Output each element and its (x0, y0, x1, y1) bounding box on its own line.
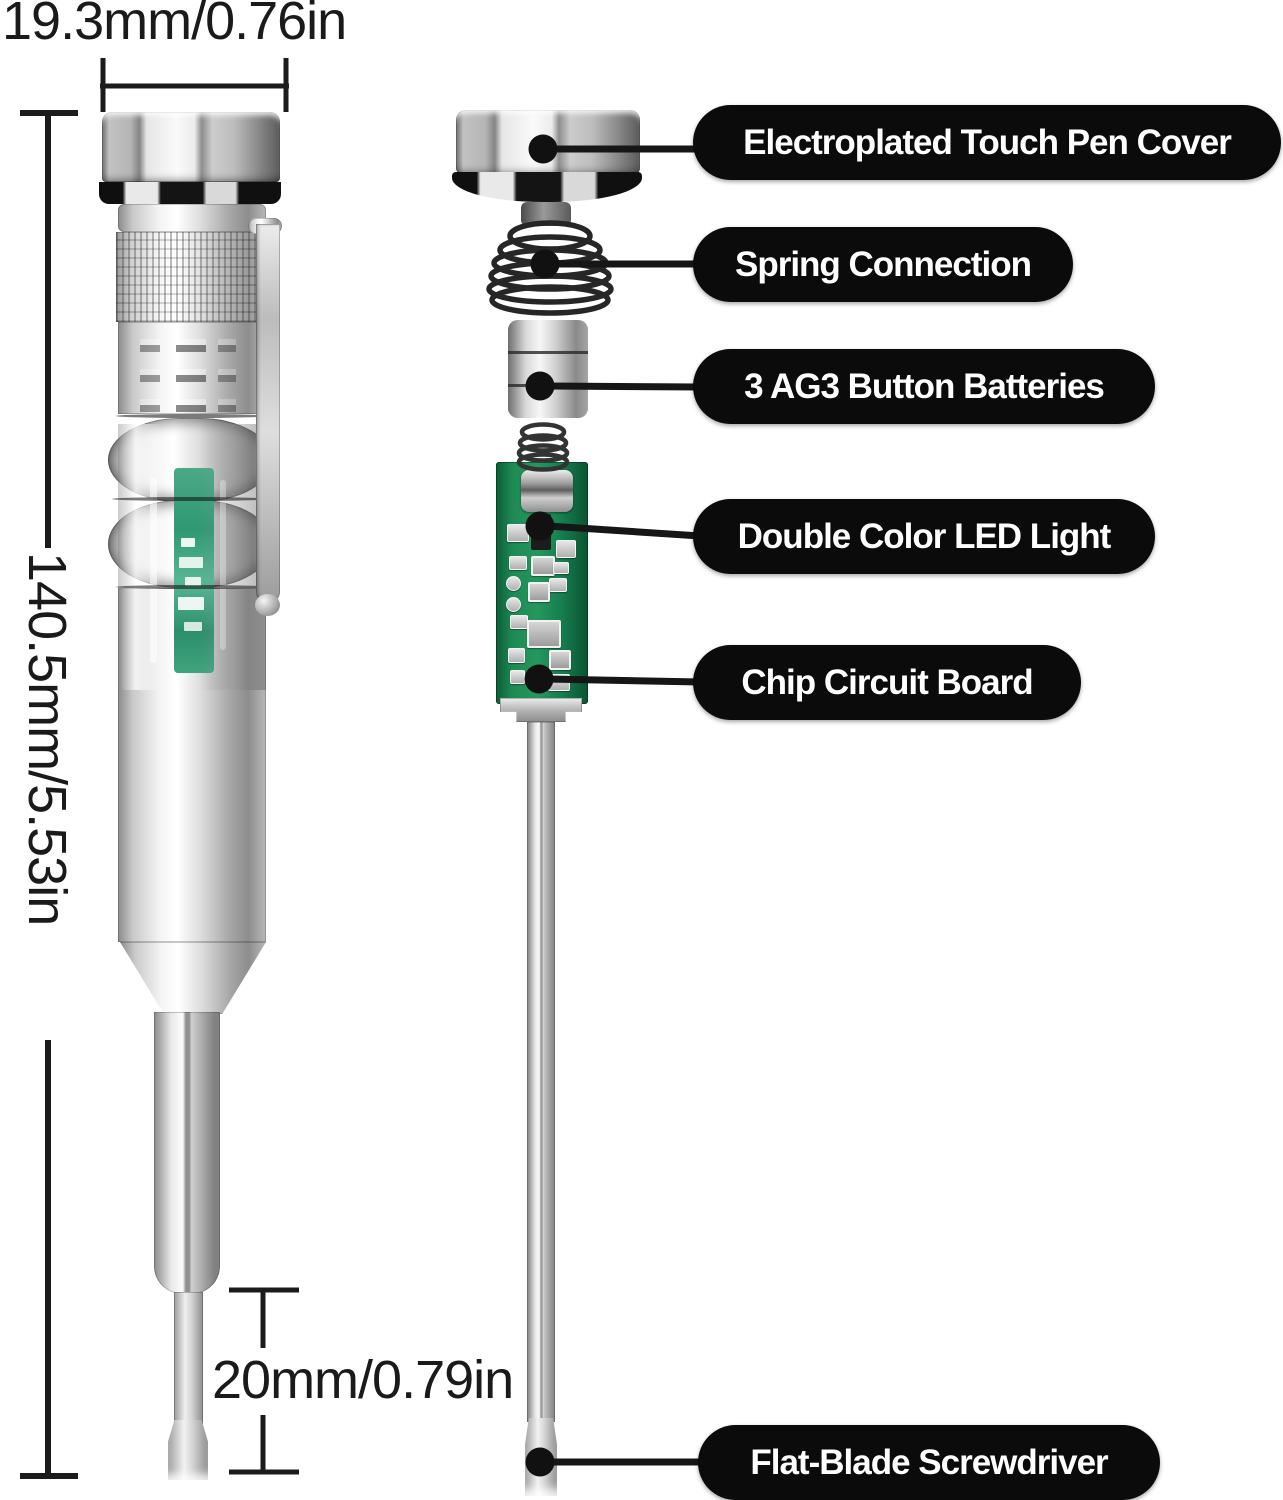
callout-flat-blade-screwdriver: Flat-Blade Screwdriver (698, 1425, 1160, 1500)
callout-led-light: Double Color LED Light (693, 499, 1155, 574)
leader-dots (524, 134, 560, 1477)
callout-led-light-label: Double Color LED Light (737, 516, 1112, 556)
pcb-component (528, 582, 550, 602)
pcb-component (510, 670, 525, 684)
pcb-component (553, 562, 569, 574)
pcb-component (506, 597, 521, 612)
cap-width-dimension (100, 58, 289, 112)
pen-glass-sheen (118, 424, 266, 690)
pen-segment-column (176, 326, 206, 412)
pcb-component (506, 576, 521, 591)
pen-grip-knurl (116, 232, 268, 322)
callout-pen-cover: Electroplated Touch Pen Cover (693, 105, 1281, 180)
pcb-contact-clip (521, 470, 573, 512)
pen-cap-ring (99, 182, 281, 204)
battery-cell (508, 320, 588, 354)
pen-cap (102, 112, 280, 182)
pen-clip-ball (255, 594, 280, 616)
leader-lines (546, 145, 704, 1466)
pen-divider (116, 414, 268, 418)
pcb-component (508, 648, 525, 663)
callout-button-batteries-label: 3 AG3 Button Batteries (744, 366, 1105, 406)
pen-neck (118, 204, 266, 232)
pcb-component (556, 540, 576, 558)
pen-flat-blade-tip (168, 1420, 208, 1480)
pen-shaft (154, 1012, 220, 1294)
callout-spring-connection-label: Spring Connection (734, 244, 1032, 284)
pen-divider (112, 497, 268, 501)
callout-pen-cover-label: Electroplated Touch Pen Cover (743, 122, 1232, 162)
pcb-component (509, 556, 527, 570)
tip-length-dimension (229, 1287, 299, 1475)
pen-segment-column (218, 326, 236, 412)
screwdriver-shaft (527, 722, 555, 1422)
pen-divider (116, 585, 268, 589)
callout-chip-circuit-board: Chip Circuit Board (693, 645, 1081, 720)
total-length-dimension (20, 110, 78, 1479)
callout-spring-connection: Spring Connection (693, 227, 1073, 302)
pen-clip (256, 224, 280, 602)
pen-segment-column (140, 326, 160, 412)
dimension-label-total-length: 140.5mm/5.53in (17, 552, 77, 926)
dimension-label-cap-width: 19.3mm/0.76in (2, 0, 347, 51)
pcb-component (527, 620, 561, 648)
callout-button-batteries: 3 AG3 Button Batteries (693, 349, 1155, 424)
callout-flat-blade-screwdriver-label: Flat-Blade Screwdriver (750, 1442, 1108, 1482)
pen-blade-stem (174, 1292, 203, 1424)
small-spring-coil (516, 422, 570, 472)
dimension-label-tip-length: 20mm/0.79in (212, 1350, 514, 1410)
callout-chip-circuit-board-label: Chip Circuit Board (741, 662, 1033, 702)
pcb-component (549, 650, 571, 670)
